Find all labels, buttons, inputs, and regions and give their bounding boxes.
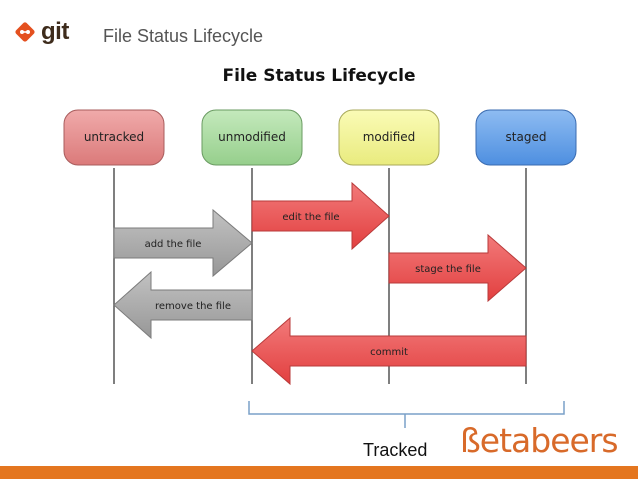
state-untracked-label: untracked — [84, 130, 144, 144]
state-untracked: untracked — [63, 109, 165, 166]
betabeers-logo: ßetabeers — [460, 421, 619, 460]
state-staged-label: staged — [506, 130, 547, 144]
git-logo-text: git — [41, 18, 69, 45]
state-staged: staged — [475, 109, 577, 166]
footer-bar — [0, 466, 638, 479]
arrow-commit: commit — [251, 316, 527, 386]
state-unmodified: unmodified — [201, 109, 303, 166]
arrow-add-the-file-label: add the file — [145, 239, 202, 250]
diagram-title: File Status Lifecycle — [222, 66, 416, 86]
header-title: File Status Lifecycle — [103, 26, 264, 46]
arrow-stage-the-file-label: stage the file — [415, 264, 481, 275]
arrow-add-the-file: add the file — [113, 208, 253, 278]
arrow-remove-the-file-label: remove the file — [155, 301, 231, 312]
slide-header: git File Status Lifecycle — [0, 0, 638, 64]
arrow-stage-the-file: stage the file — [388, 233, 527, 303]
git-logo: git — [14, 20, 69, 44]
tracked-bracket — [248, 401, 565, 428]
arrow-remove-the-file: remove the file — [113, 270, 253, 340]
state-modified-label: modified — [363, 130, 416, 144]
state-unmodified-label: unmodified — [218, 130, 286, 144]
arrow-commit-label: commit — [370, 347, 408, 358]
tracked-label: Tracked — [363, 440, 428, 460]
state-modified: modified — [338, 109, 440, 166]
arrow-edit-the-file: edit the file — [251, 181, 390, 251]
arrow-edit-the-file-label: edit the file — [282, 212, 339, 223]
git-diamond-icon — [15, 22, 35, 42]
